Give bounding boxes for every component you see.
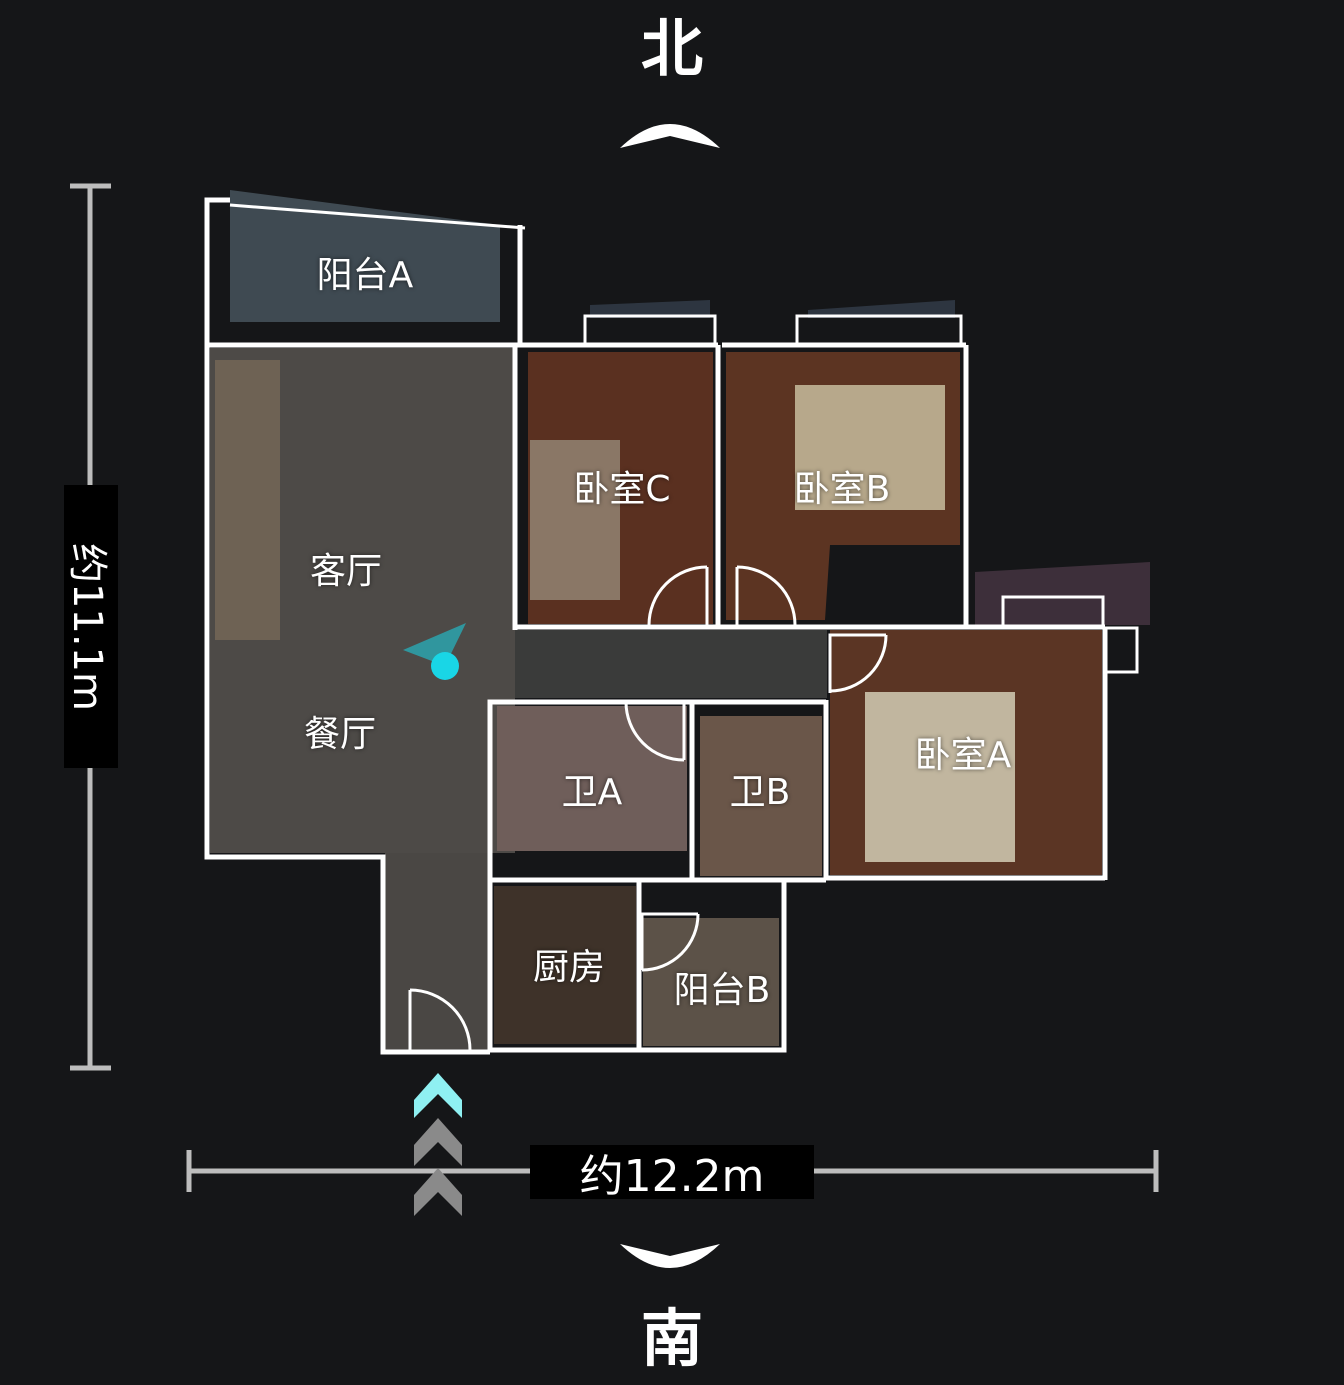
bedroom-b-bed <box>795 385 945 510</box>
kitchen-floor <box>494 886 636 1044</box>
south-arrow-icon <box>620 1244 720 1268</box>
room-label-bedroom-c: 卧室C <box>573 469 671 510</box>
bedroom-c-window-strip <box>590 300 710 318</box>
bedroom-b-window-strip <box>808 300 955 318</box>
corridor-left-floor <box>385 853 490 1053</box>
bathroom-a-floor <box>497 706 687 851</box>
room-label-balcony-b: 阳台B <box>673 970 771 1011</box>
south-label: 南 <box>640 1302 703 1375</box>
room-label-bathroom-a: 卫A <box>561 772 623 813</box>
room-fills <box>210 190 1150 1053</box>
room-label-bathroom-b: 卫B <box>729 772 791 813</box>
north-label: 北 <box>640 12 703 85</box>
north-arrow-icon <box>620 124 720 148</box>
bedroom-a-window-strip <box>975 562 1150 625</box>
room-label-kitchen: 厨房 <box>532 947 606 988</box>
bathroom-b-floor <box>700 716 822 876</box>
windows <box>229 203 1139 674</box>
balcony-a-floor <box>230 190 500 322</box>
bedroom-a-bed <box>865 692 1015 862</box>
walls <box>204 197 1108 1055</box>
hallway-floor <box>515 630 827 698</box>
height-dimension-label: 约11.1m <box>64 485 118 768</box>
room-label-bedroom-b: 卧室B <box>793 469 891 510</box>
room-label-living-room: 客厅 <box>309 551 383 592</box>
room-label-balcony-a: 阳台A <box>316 255 414 296</box>
room-label-dining-room: 餐厅 <box>303 714 377 755</box>
doors <box>408 565 888 1051</box>
room-label-bedroom-a: 卧室A <box>914 735 1012 776</box>
entry-double-chevron-up-icon[interactable] <box>414 1073 462 1216</box>
living-room-sofa <box>215 360 280 640</box>
location-marker-icon <box>403 623 466 680</box>
width-dimension-label: 约12.2m <box>530 1145 814 1202</box>
balcony-b-floor <box>643 918 779 1046</box>
bedroom-c-bed <box>530 440 620 600</box>
height-dimension-text: 约11.1m <box>64 542 110 711</box>
